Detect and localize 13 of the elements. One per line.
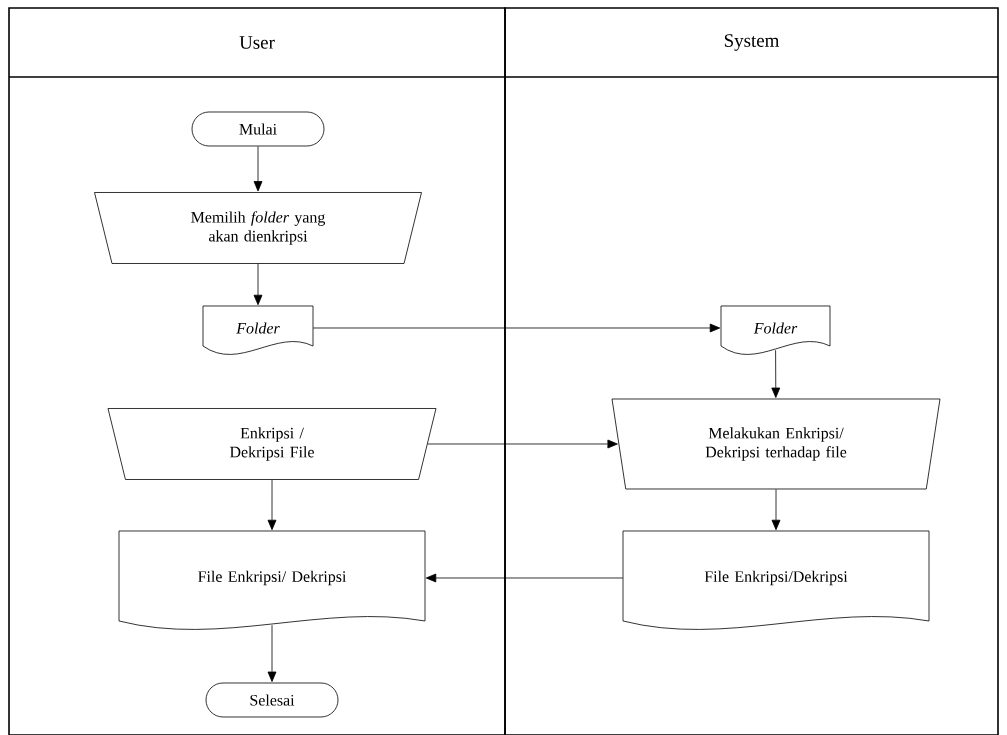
arrow bbox=[267, 624, 277, 682]
arrow bbox=[312, 323, 721, 333]
arrow bbox=[771, 349, 781, 398]
arrow bbox=[253, 263, 263, 306]
document-shape: Folder bbox=[202, 305, 314, 355]
arrow bbox=[425, 573, 624, 583]
arrow bbox=[253, 146, 263, 192]
document-shape: File Enkripsi/ Dekripsi bbox=[118, 530, 426, 630]
arrow bbox=[267, 479, 277, 531]
document-shape: File Enkripsi/Dekripsi bbox=[622, 530, 930, 630]
arrow bbox=[771, 489, 781, 531]
document-shape: Folder bbox=[720, 305, 831, 355]
arrow bbox=[427, 439, 618, 449]
